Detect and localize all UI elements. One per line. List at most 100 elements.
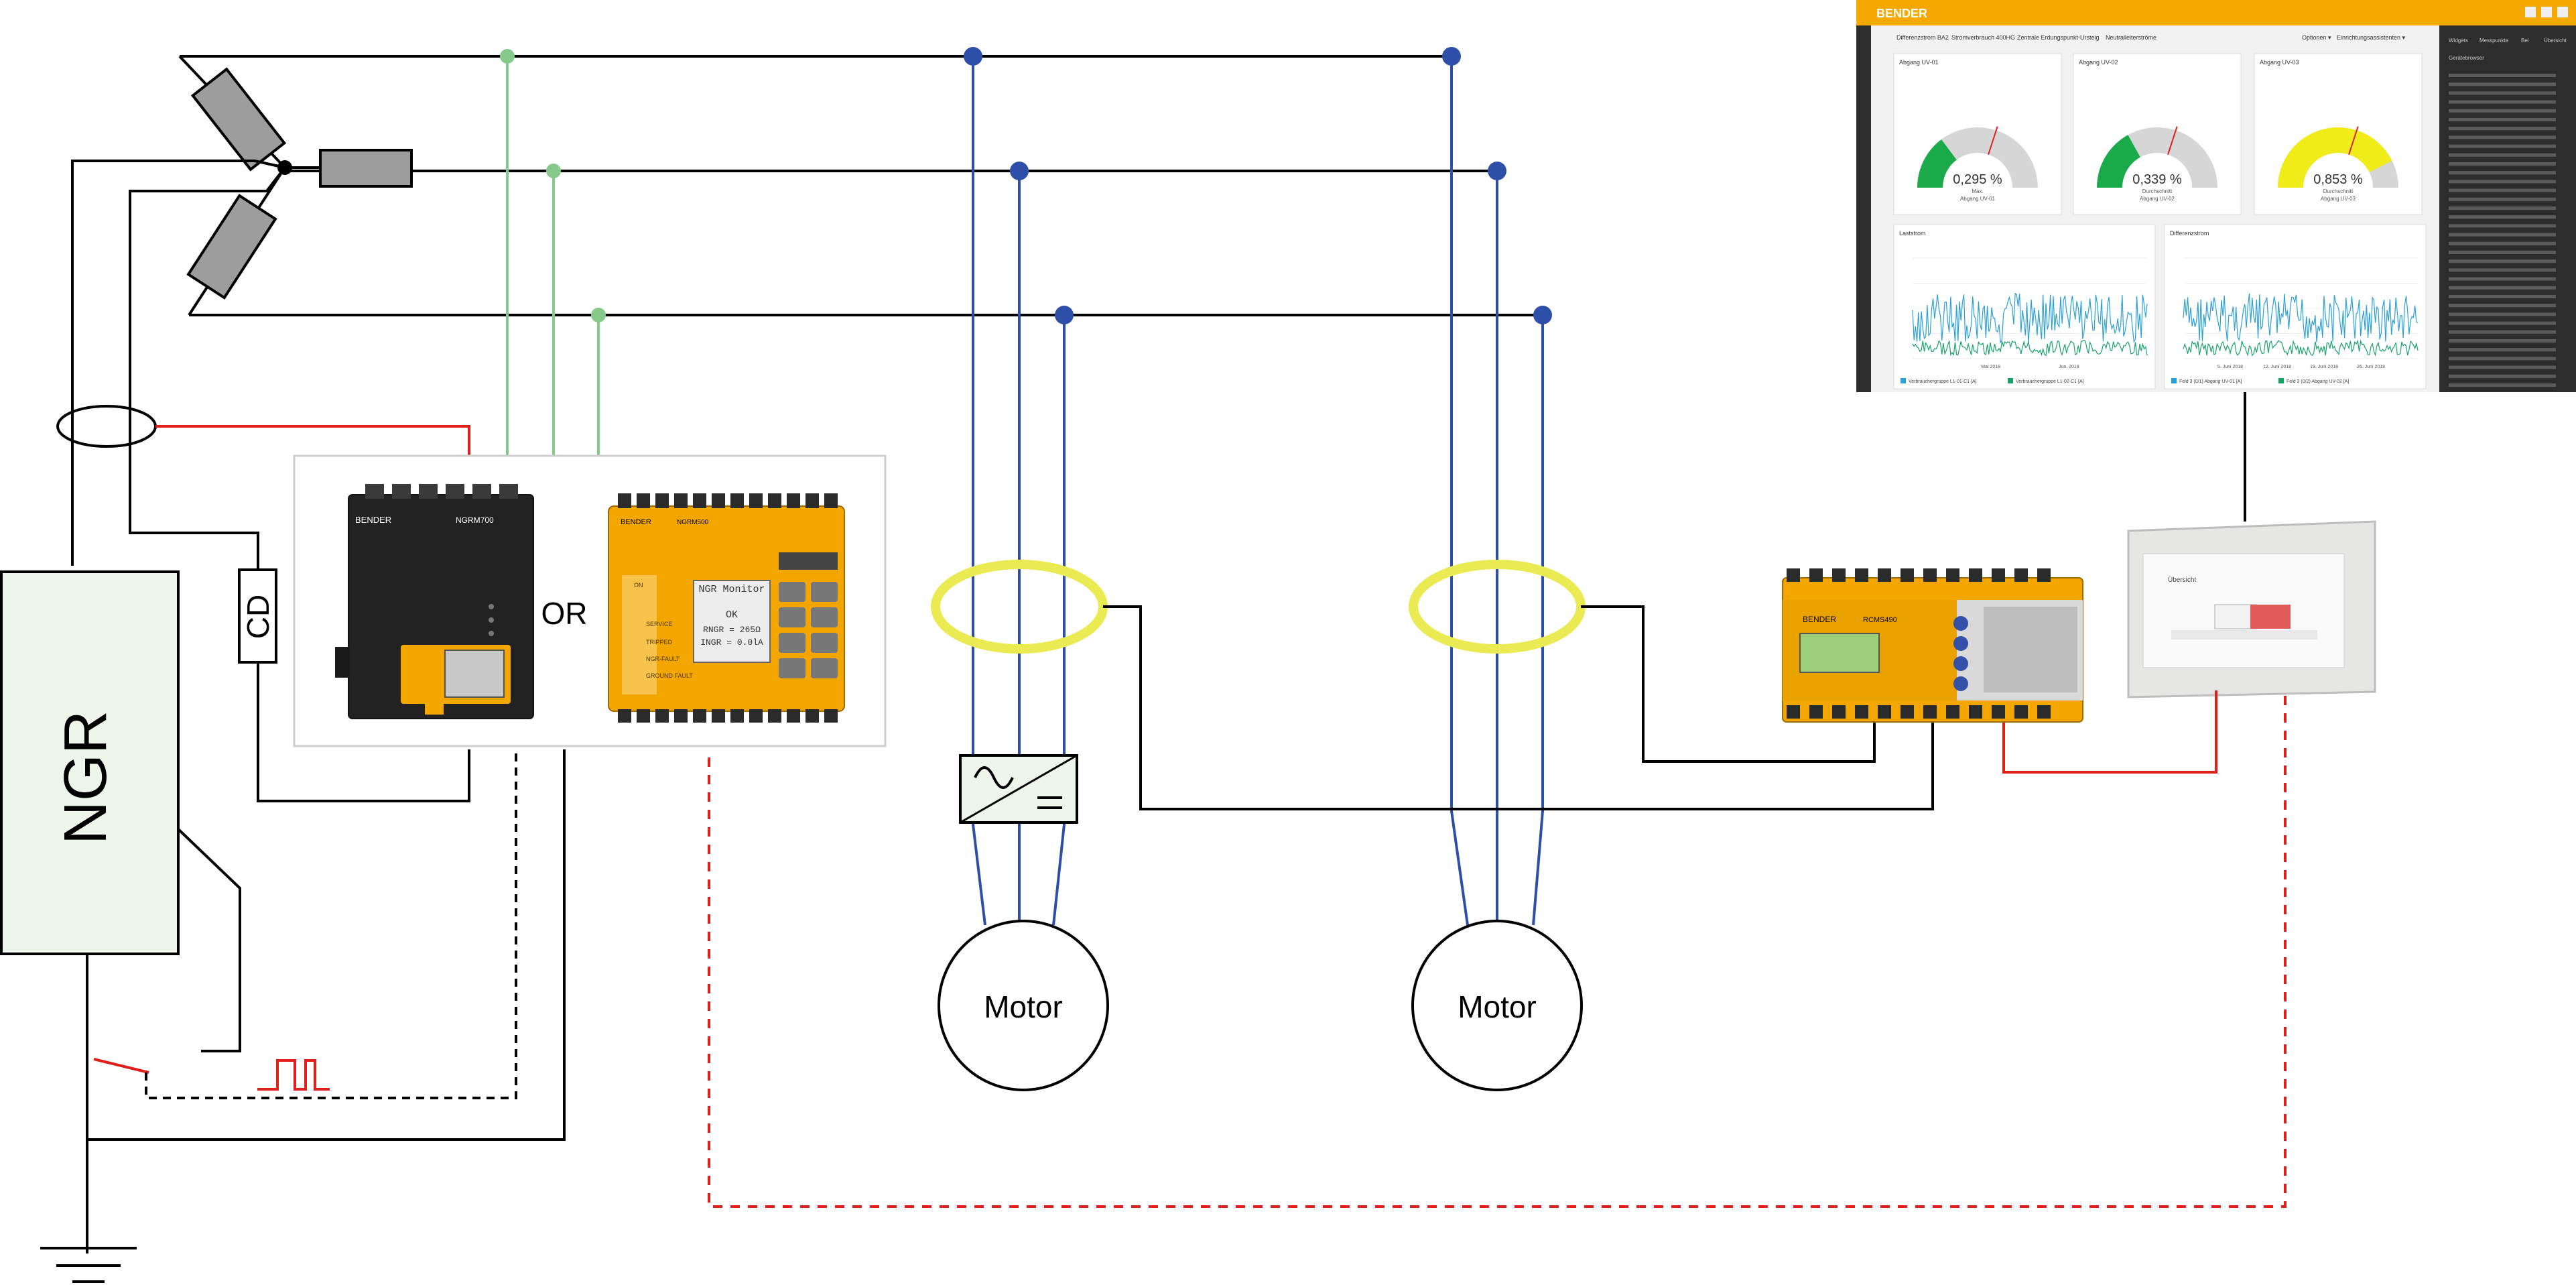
sidebar-row[interactable] (2449, 383, 2556, 387)
sidebar-row[interactable] (2449, 188, 2556, 192)
panel-pc: Übersicht (2127, 520, 2376, 698)
led-tripped: TRIPPED (646, 639, 673, 646)
sidebar-row[interactable] (2449, 233, 2556, 237)
sidebar-row[interactable] (2449, 224, 2556, 228)
sidebar-row[interactable] (2449, 135, 2556, 139)
side-tab-0[interactable]: Widgets (2449, 38, 2468, 44)
sidebar-row[interactable] (2449, 295, 2556, 298)
sidebar-rows (2449, 74, 2556, 387)
sidebar-row[interactable] (2449, 171, 2556, 175)
led-ground-fault: GROUND FAULT (646, 672, 693, 679)
gauge-value: 0,853 % (2313, 172, 2363, 187)
chart-series-a (1912, 292, 2148, 344)
sidebar-row[interactable] (2449, 100, 2556, 104)
ngrm500-brand: BENDER (621, 518, 651, 526)
dashboard-window-controls (2525, 7, 2568, 17)
gauge-sub2: Abgang UV-01 (1960, 196, 1996, 202)
sidebar-row[interactable] (2449, 91, 2556, 95)
lcd-i: INGR = 0.0lA (700, 637, 763, 648)
feeder-taps (964, 47, 1552, 324)
chart-legend-item: Verbrauchergruppe L1-01-C1 [A] (1909, 379, 1977, 384)
chart-legend-item: Verbrauchergruppe L1-02-C1 [A] (2016, 379, 2084, 384)
sidebar-row[interactable] (2449, 321, 2556, 325)
sidebar-row[interactable] (2449, 259, 2556, 263)
dashboard-brand: BENDER (1876, 7, 1927, 20)
side-tab-2[interactable]: Bei (2521, 38, 2529, 44)
gauge-title: Abgang UV-02 (2079, 59, 2118, 66)
sidebar-row[interactable] (2449, 118, 2556, 121)
neutral-ct (56, 405, 470, 456)
panel-title: Übersicht (2168, 576, 2196, 584)
dashboard: BENDER Differenzstrom BA2 Stromverbrauch… (1856, 0, 2576, 392)
sidebar-row[interactable] (2449, 339, 2556, 343)
gauge-title: Abgang UV-01 (1899, 59, 1939, 66)
motor-2-label: Motor (1458, 989, 1537, 1024)
transformer-star (178, 55, 413, 316)
or-label: OR (541, 596, 588, 631)
sidebar-row[interactable] (2449, 127, 2556, 131)
chart-title: Differenzstrom (2170, 230, 2209, 237)
led-ngr-fault: NGR-FAULT (646, 656, 680, 662)
sidebar-row[interactable] (2449, 286, 2556, 290)
ngrm700-brand: BENDER (355, 515, 391, 525)
lcd-title: NGR Monitor (698, 584, 765, 595)
sidebar-row[interactable] (2449, 277, 2556, 281)
winding-3 (319, 149, 413, 188)
phase-bus (180, 55, 1543, 316)
sidebar-row[interactable] (2449, 241, 2556, 245)
sidebar-row[interactable] (2449, 197, 2556, 201)
chart-xtick: Jun. 2018 (2059, 365, 2079, 369)
dash-menu-right-1[interactable]: Einrichtungsassistenten ▾ (2337, 34, 2406, 41)
gauge-sub2: Abgang UV-03 (2321, 196, 2356, 202)
dash-menu-0[interactable]: Differenzstrom BA2 (1896, 34, 1949, 41)
sidebar-row[interactable] (2449, 180, 2556, 184)
ngr-label: NGR (52, 711, 119, 845)
sidebar-row[interactable] (2449, 144, 2556, 148)
sidebar-row[interactable] (2449, 162, 2556, 166)
chart-series-a (2183, 293, 2419, 343)
gauge-card: Abgang UV-010,295 %Max.Abgang UV-01 (1893, 53, 2062, 215)
sidebar-row[interactable] (2449, 348, 2556, 352)
sidebar-row[interactable] (2449, 215, 2556, 219)
chart-xtick: 5. Juni 2018 (2217, 365, 2243, 369)
dash-menu-2[interactable]: Zentrale Erdungspunkt-Ursteig (2017, 34, 2100, 41)
side-header: Gerätebrowser (2449, 55, 2484, 61)
side-tab-3[interactable]: Übersicht (2544, 38, 2567, 44)
sidebar-row[interactable] (2449, 374, 2556, 378)
vfd-box (959, 754, 1078, 824)
sidebar-row[interactable] (2449, 357, 2556, 361)
gauge-sub1: Durchschnitt (2323, 188, 2354, 194)
lcd-r: RNGR = 265Ω (703, 625, 761, 635)
gauge-value: 0,295 % (1953, 172, 2002, 187)
pulse-switch (93, 749, 517, 1099)
lcd-status: OK (726, 609, 738, 621)
sidebar-row[interactable] (2449, 268, 2556, 272)
dash-menu-right-0[interactable]: Optionen ▾ (2302, 34, 2331, 41)
sidebar-row[interactable] (2449, 74, 2556, 77)
sidebar-row[interactable] (2449, 153, 2556, 157)
motor-2: Motor (1411, 920, 1583, 1091)
ngr-monitor-panel: BENDER NGRM700 OR BENDER NGRM500 (293, 454, 887, 747)
sidebar-row[interactable] (2449, 330, 2556, 334)
sidebar-row[interactable] (2449, 251, 2556, 254)
rcms-brand: BENDER (1803, 615, 1836, 624)
side-tab-1[interactable]: Messpunkte (2480, 38, 2509, 44)
sidebar-row[interactable] (2449, 365, 2556, 369)
sidebar-row[interactable] (2449, 312, 2556, 316)
ngrm700-device: BENDER NGRM700 (335, 484, 534, 719)
dash-menu-3[interactable]: Neutralleiterströme (2106, 34, 2156, 41)
sidebar-row[interactable] (2449, 109, 2556, 113)
sidebar-row[interactable] (2449, 206, 2556, 210)
rcms-device: BENDER RCMS490 (1782, 568, 2083, 723)
chart-title: Laststrom (1899, 230, 1926, 237)
ngrm500-model: NGRM500 (677, 519, 709, 526)
sidebar-row[interactable] (2449, 82, 2556, 86)
sidebar-row[interactable] (2449, 304, 2556, 308)
motor-feeders (972, 56, 1544, 926)
motor-1: Motor (938, 920, 1109, 1091)
dash-menu-1[interactable]: Stromverbrauch 400HG (1951, 34, 2015, 41)
